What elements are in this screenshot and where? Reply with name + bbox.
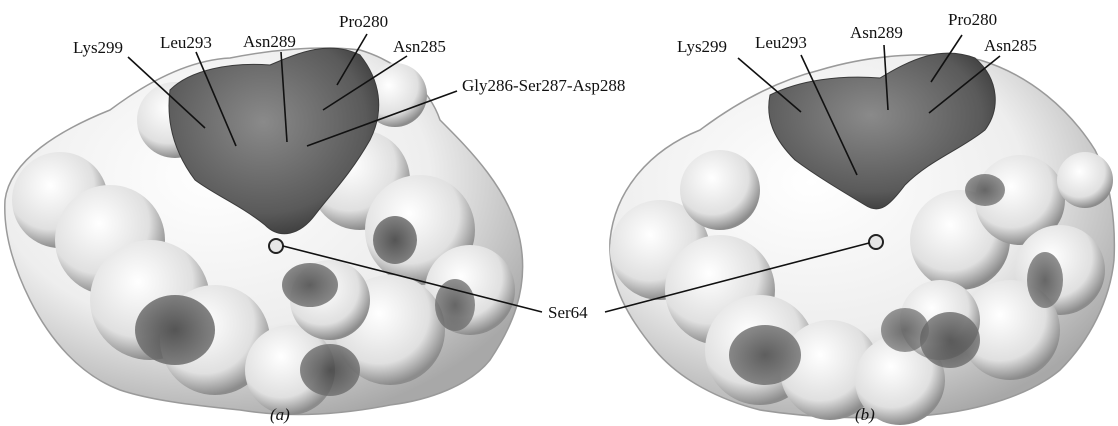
label-ser64: Ser64 <box>548 303 588 322</box>
label-leu293-b: Leu293 <box>755 33 807 52</box>
label-lys299-a: Lys299 <box>73 38 123 57</box>
label-lys299-b: Lys299 <box>677 37 727 56</box>
caption-b: (b) <box>855 405 875 424</box>
label-asn285-b: Asn285 <box>984 36 1037 55</box>
caption-a: (a) <box>270 405 290 424</box>
label-gly-ser-asp-a: Gly286-Ser287-Asp288 <box>462 76 625 95</box>
label-pro280-a: Pro280 <box>339 12 388 31</box>
label-pro280-b: Pro280 <box>948 10 997 29</box>
label-asn289-a: Asn289 <box>243 32 296 51</box>
ser64-atom-b <box>869 235 883 249</box>
panel-b: Lys299 Leu293 Asn289 Pro280 Asn285 (b) <box>605 10 1114 425</box>
label-asn289-b: Asn289 <box>850 23 903 42</box>
label-leu293-a: Leu293 <box>160 33 212 52</box>
ser64-atom-a <box>269 239 283 253</box>
panel-a: Lys299 Leu293 Asn289 Pro280 Asn285 Gly28… <box>5 12 626 424</box>
label-asn285-a: Asn285 <box>393 37 446 56</box>
